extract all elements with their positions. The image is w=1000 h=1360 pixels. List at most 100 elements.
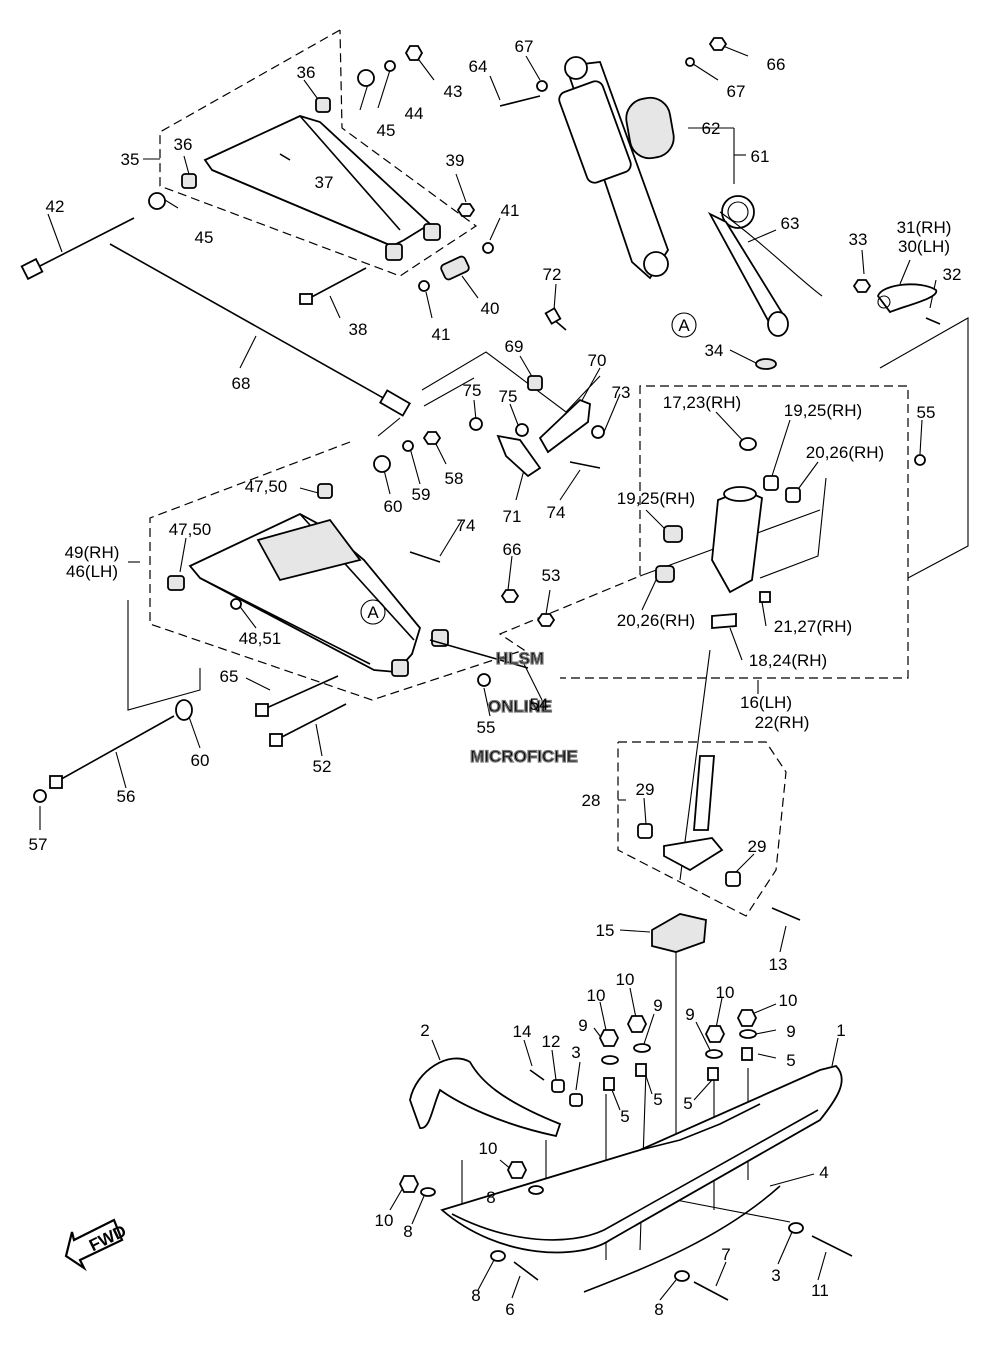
callout-label: 63 <box>781 214 800 233</box>
callout-label: 33 <box>849 230 868 249</box>
callout-label: 8 <box>486 1188 495 1207</box>
callout-label: 4 <box>819 1163 828 1182</box>
callout-label: 10 <box>587 986 606 1005</box>
fwd-arrow-icon: FWD <box>64 1218 129 1272</box>
callout-label: 61 <box>751 147 770 166</box>
callout-label: 10 <box>375 1211 394 1230</box>
callout-label: 69 <box>505 337 524 356</box>
callout-label: 30(LH) <box>898 237 950 256</box>
callout-label: 62 <box>702 119 721 138</box>
part-torsion-rod-68 <box>109 243 411 417</box>
part-relay-rod-69-71 <box>469 307 605 478</box>
reference-marker-a-upper: A <box>671 312 697 338</box>
watermark: HLSM ONLINE MICROFICHE <box>470 648 579 766</box>
callout-label: 21,27(RH) <box>774 617 852 636</box>
callout-label: 7 <box>721 1245 730 1264</box>
callout-label: 75 <box>499 387 518 406</box>
callout-label: 31(RH) <box>897 218 952 237</box>
part-ski-1 <box>440 1065 843 1254</box>
part-shock-absorber-61 <box>499 37 728 280</box>
callout-label: 9 <box>653 996 662 1015</box>
callout-label: 14 <box>513 1022 532 1041</box>
watermark-line-2: ONLINE <box>488 697 552 716</box>
callout-label: 56 <box>117 787 136 806</box>
part-steering-arm-30-31 <box>852 279 941 325</box>
callout-label: 39 <box>446 151 465 170</box>
callout-label: 16(LH) <box>740 693 792 712</box>
callout-label: 49(RH) <box>65 543 120 562</box>
callout-label: 37 <box>315 173 334 192</box>
callout-label: 55 <box>477 718 496 737</box>
callout-label: 18,24(RH) <box>749 651 827 670</box>
part-ski-handle-2 <box>409 1057 562 1138</box>
callout-label: 43 <box>444 82 463 101</box>
callout-label: 12 <box>542 1032 561 1051</box>
callout-label: 73 <box>612 383 631 402</box>
callout-label: 34 <box>705 341 724 360</box>
callout-label: 41 <box>501 201 520 220</box>
reference-marker-label: A <box>367 603 379 622</box>
callout-label: 38 <box>349 320 368 339</box>
callout-label: 47,50 <box>169 520 212 539</box>
callout-label: 60 <box>384 497 403 516</box>
callout-label: 3 <box>771 1266 780 1285</box>
callout-label: 13 <box>769 955 788 974</box>
callout-label: 3 <box>571 1043 580 1062</box>
callout-label: 9 <box>685 1005 694 1024</box>
callout-label: 41 <box>432 325 451 344</box>
callout-label: 75 <box>463 381 482 400</box>
callout-label: 57 <box>29 835 48 854</box>
callout-label: 17,23(RH) <box>663 393 741 412</box>
callout-label: 55 <box>917 403 936 422</box>
callout-label: 36 <box>297 63 316 82</box>
callout-label: 35 <box>121 150 140 169</box>
callout-label: 70 <box>588 351 607 370</box>
callout-label: 20,26(RH) <box>806 443 884 462</box>
part-long-shaft-42 <box>20 217 135 281</box>
callout-label: 58 <box>445 469 464 488</box>
callout-label: 68 <box>232 374 251 393</box>
callout-label: 66 <box>503 540 522 559</box>
callout-label: 2 <box>420 1021 429 1040</box>
callout-label: 60 <box>191 751 210 770</box>
part-gauge-tool-63 <box>707 195 823 337</box>
part-upper-a-arm-35 <box>148 45 494 305</box>
watermark-line-1: HLSM <box>496 649 544 668</box>
part-steering-column-bracket <box>655 358 926 629</box>
callout-label: 45 <box>377 121 396 140</box>
callout-label: 36 <box>174 135 193 154</box>
part-damper-15 <box>651 913 707 953</box>
callout-label: 5 <box>683 1094 692 1113</box>
callout-labels: 1 2 3 3 4 5 5 5 5 6 7 8 8 8 8 9 9 9 9 10… <box>29 37 962 1319</box>
part-ski-hardware <box>398 1009 853 1301</box>
callout-label: 5 <box>653 1090 662 1109</box>
callout-label: 5 <box>786 1051 795 1070</box>
callout-label: 8 <box>654 1300 663 1319</box>
callout-label: 42 <box>46 197 65 216</box>
callout-label: 45 <box>195 228 214 247</box>
part-spindle-28 <box>637 755 801 921</box>
callout-label: 32 <box>943 265 962 284</box>
part-lower-a-arm-46-49 <box>167 431 556 687</box>
callout-label: 46(LH) <box>66 562 118 581</box>
callout-label: 11 <box>811 1281 829 1300</box>
callout-label: 66 <box>767 55 786 74</box>
reference-marker-label: A <box>678 316 690 335</box>
callout-label: 64 <box>469 57 488 76</box>
assembly-outlines <box>127 29 969 917</box>
callout-label: 40 <box>481 299 500 318</box>
callout-label: 22(RH) <box>755 713 810 732</box>
part-bolts-52-65-56 <box>33 675 347 803</box>
callout-label: 74 <box>457 516 476 535</box>
callout-label: 9 <box>578 1016 587 1035</box>
callout-label: 29 <box>748 837 767 856</box>
callout-label: 10 <box>616 970 635 989</box>
callout-label: 44 <box>405 104 424 123</box>
part-wear-bar-4 <box>583 1185 781 1293</box>
callout-label: 74 <box>547 503 566 522</box>
callout-label: 71 <box>503 507 522 526</box>
callout-label: 5 <box>620 1107 629 1126</box>
callout-label: 28 <box>582 791 601 810</box>
callout-label: 15 <box>596 921 615 940</box>
